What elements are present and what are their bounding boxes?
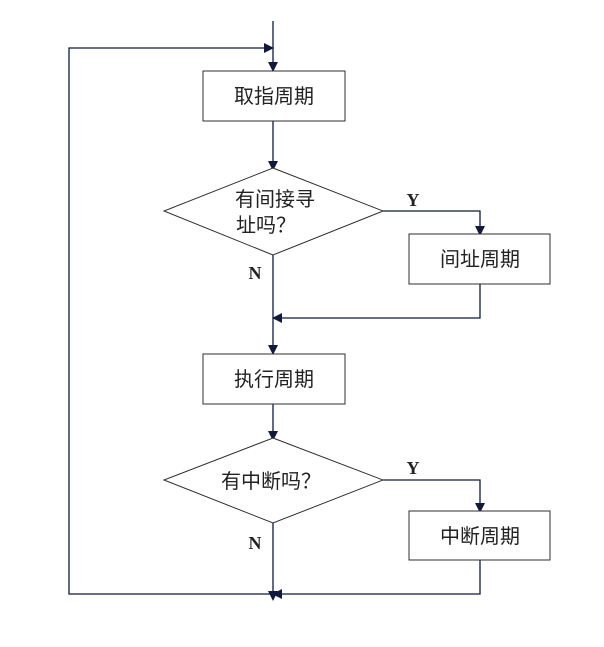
interrupt-return-arrow [272, 560, 481, 599]
interrupt-cycle-node: 中断周期 [408, 510, 551, 561]
interrupt-yes-label: Y [407, 458, 420, 478]
indirect-cycle-label: 间址周期 [440, 247, 520, 271]
indirect-yes-label: Y [407, 190, 420, 210]
fetch-cycle-label: 取指周期 [234, 84, 314, 108]
interrupt-question-diamond [162, 437, 385, 524]
indirect-cycle-box [408, 233, 551, 285]
indirect-return-arrow [272, 284, 481, 323]
connectors [68, 21, 485, 601]
execute-cycle-label: 执行周期 [234, 367, 314, 391]
indirect-question-label-line1: 有间接寻 [235, 187, 315, 211]
indirect-cycle-node: 间址周期 [408, 233, 551, 285]
fetch-cycle-box [202, 70, 346, 122]
execute-cycle-box [202, 353, 346, 405]
indirect-yes-arrow [383, 210, 485, 236]
indirect-question-label-line2: 址吗？ [236, 213, 296, 237]
loop-back-arrow [68, 43, 274, 595]
interrupt-question-node: 有中断吗？ [162, 437, 385, 524]
indirect-question-diamond [162, 167, 385, 256]
interrupt-cycle-label: 中断周期 [440, 524, 520, 548]
interrupt-cycle-box [408, 510, 551, 561]
indirect-no-label: N [249, 263, 262, 283]
fetch-cycle-node: 取指周期 [202, 70, 346, 122]
execute-cycle-node: 执行周期 [202, 353, 346, 405]
interrupt-no-label: N [249, 533, 262, 553]
interrupt-yes-arrow [383, 479, 485, 513]
indirect-question-node: 有间接寻 址吗？ [162, 167, 385, 256]
branch-labels: Y N Y N [249, 190, 420, 553]
interrupt-question-label: 有中断吗？ [221, 469, 321, 493]
